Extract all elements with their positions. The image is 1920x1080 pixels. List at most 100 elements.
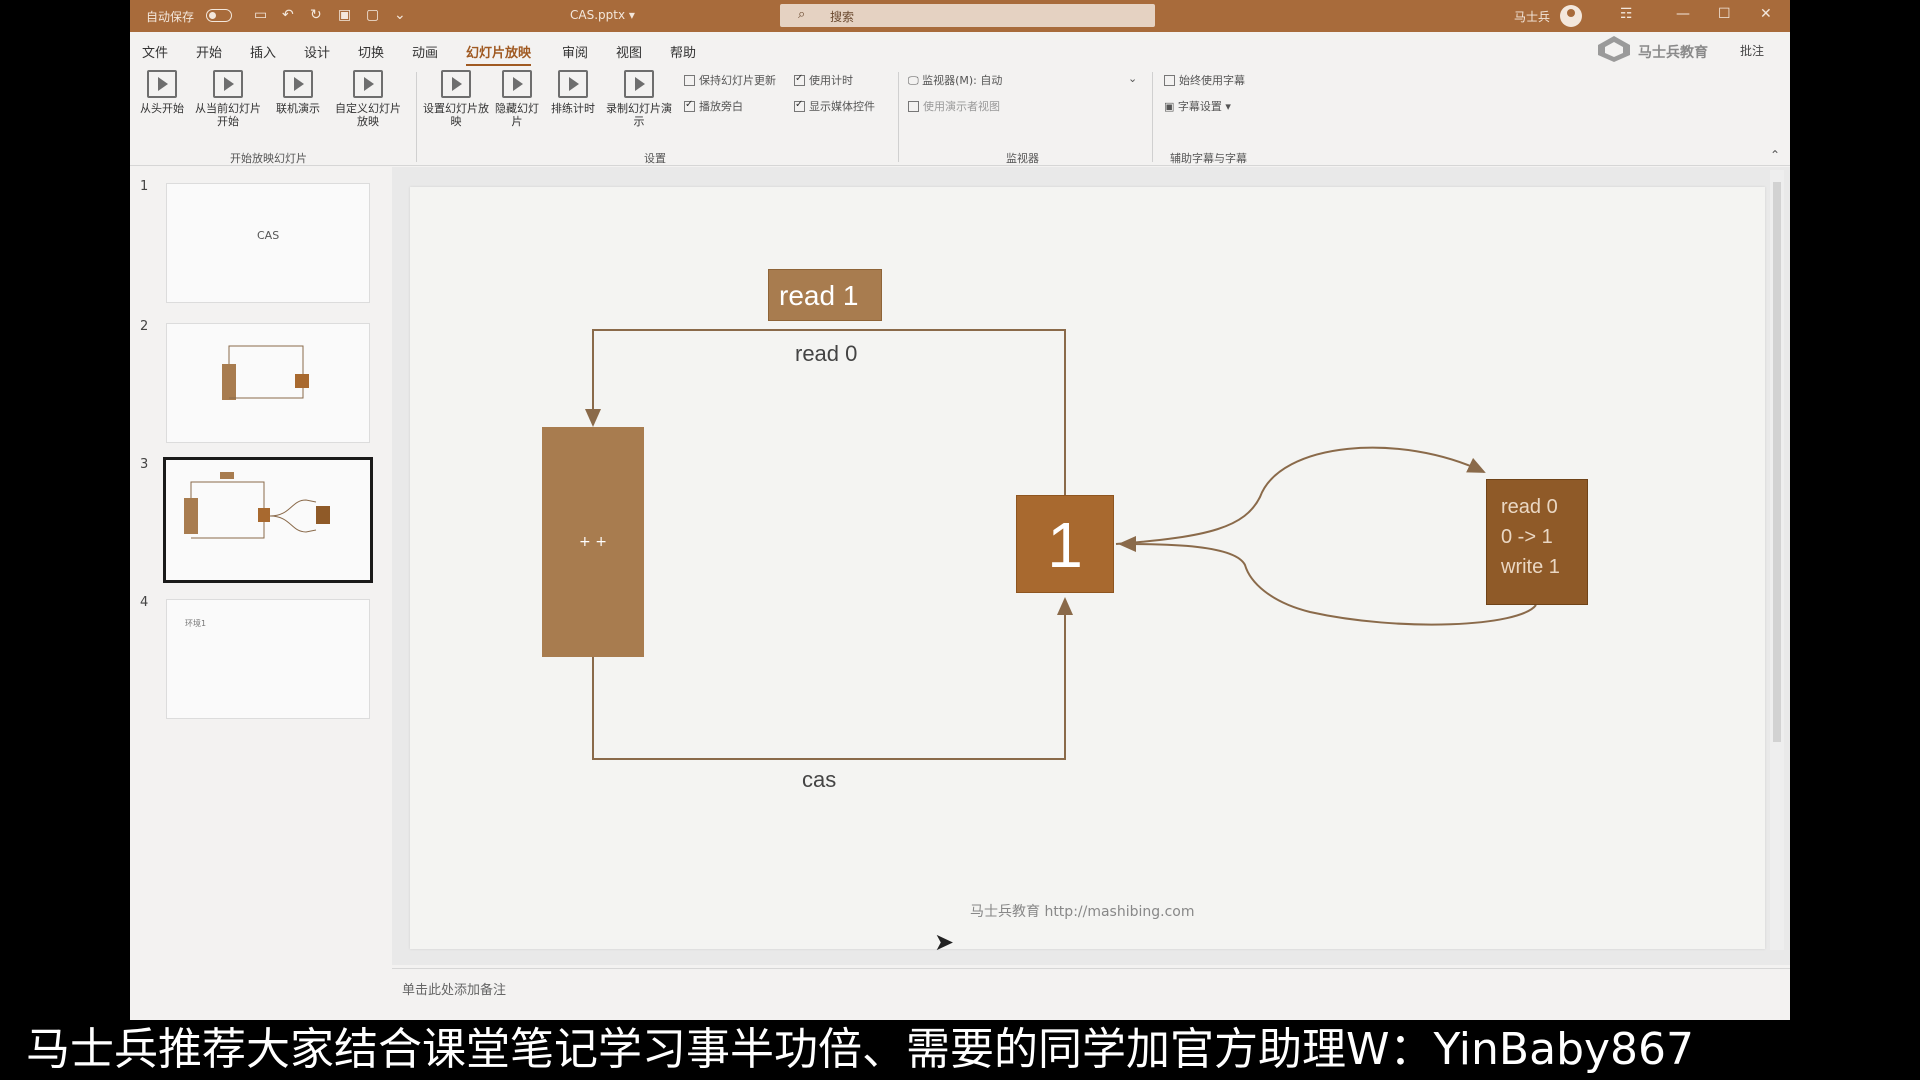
use-timings-checkbox[interactable]: 使用计时 <box>794 72 853 88</box>
setup-slideshow-button[interactable]: 设置幻灯片放映 <box>422 70 490 128</box>
group-label-start: 开始放映幻灯片 <box>230 152 307 165</box>
tab-design[interactable]: 设计 <box>304 46 331 61</box>
value-box[interactable]: 1 <box>1016 495 1114 593</box>
collapse-ribbon-icon[interactable]: ⌃ <box>1770 148 1781 162</box>
present-online-button[interactable]: 联机演示 <box>268 70 328 115</box>
ribbon-separator <box>1152 72 1153 162</box>
rehearse-timer-icon <box>558 70 588 98</box>
comments-button[interactable]: 批注 <box>1740 44 1765 58</box>
watermark-text: 马士兵教育 http://mashibing.com <box>970 904 1195 920</box>
tab-slideshow[interactable]: 幻灯片放映 <box>466 42 532 67</box>
play-narrations-checkbox[interactable]: 播放旁白 <box>684 98 743 114</box>
record-slideshow-button[interactable]: 录制幻灯片演示 <box>604 70 674 128</box>
from-beginning-button[interactable]: 从头开始 <box>136 70 188 115</box>
editor-scrollbar[interactable] <box>1770 170 1784 950</box>
touch-mode-icon[interactable]: ▢ <box>366 7 380 23</box>
chevron-down-icon: ⌄ <box>1128 72 1138 85</box>
setup-slideshow-icon <box>441 70 471 98</box>
caption-icon: ▣ <box>1164 100 1178 113</box>
slide-number: 4 <box>140 595 149 610</box>
monitor-dropdown[interactable]: 🖵 监视器(M): 自动⌄ <box>908 72 1138 87</box>
slide-editor: read 1 read 0 + + 1 read 0 0 -> 1 write … <box>392 167 1790 965</box>
tab-animations[interactable]: 动画 <box>412 46 439 61</box>
record-icon <box>624 70 654 98</box>
search-box[interactable]: ⌕ 搜索 <box>780 4 1155 27</box>
thumbnail-diagram <box>222 345 309 400</box>
cas-arrow <box>592 597 1073 760</box>
keep-slides-updated-checkbox[interactable]: 保持幻灯片更新 <box>684 72 776 88</box>
hide-slide-button[interactable]: 隐藏幻灯片 <box>492 70 542 128</box>
autosave-label: 自动保存 <box>146 10 195 24</box>
close-button[interactable]: ✕ <box>1760 6 1772 22</box>
group-label-monitor: 监视器 <box>1006 152 1039 165</box>
thumbnail-title: CAS <box>257 229 280 242</box>
scrollbar-thumb[interactable] <box>1773 182 1781 742</box>
checkbox-box <box>908 101 919 112</box>
tab-insert[interactable]: 插入 <box>250 46 277 61</box>
caption-settings-dropdown[interactable]: ▣ 字幕设置 ▾ <box>1164 100 1231 113</box>
minimize-button[interactable]: — <box>1676 6 1690 22</box>
current-slide[interactable]: read 1 read 0 + + 1 read 0 0 -> 1 write … <box>410 187 1765 949</box>
restore-button[interactable]: ☐ <box>1718 6 1731 22</box>
avatar[interactable] <box>1560 5 1582 27</box>
present-icon[interactable]: ▣ <box>338 7 352 23</box>
ribbon: 从头开始 从当前幻灯片开始 联机演示 自定义幻灯片放映 开始放映幻灯片 设置幻灯… <box>130 66 1790 166</box>
tab-view[interactable]: 视图 <box>616 46 643 61</box>
undo-icon[interactable]: ↶ <box>282 7 294 23</box>
document-title[interactable]: CAS.pptx ▾ <box>570 8 635 22</box>
ribbon-separator <box>898 72 899 162</box>
checkbox-box <box>794 73 805 86</box>
ribbon-tabs: 文件 开始 插入 设计 切换 动画 幻灯片放映 审阅 视图 帮助 马士兵教育 批… <box>130 32 1790 67</box>
slide-thumbnail-3[interactable] <box>163 457 373 583</box>
hide-slide-icon <box>502 70 532 98</box>
cas-operation-box[interactable]: read 0 0 -> 1 write 1 <box>1486 479 1588 605</box>
presenter-view-checkbox[interactable]: 使用演示者视图 <box>908 98 1000 114</box>
cas-line-read: read 0 <box>1501 496 1558 518</box>
notes-placeholder[interactable]: 单击此处添加备注 <box>402 983 507 998</box>
tab-transitions[interactable]: 切换 <box>358 46 385 61</box>
rehearse-timings-button[interactable]: 排练计时 <box>544 70 602 115</box>
notes-pane[interactable]: 单击此处添加备注 <box>392 968 1790 1012</box>
powerpoint-window: 自动保存 ▭ ↶ ↻ ▣ ▢ ⌄ CAS.pptx ▾ ⌕ 搜索 马士兵 ☶ —… <box>130 0 1790 1020</box>
show-media-controls-checkbox[interactable]: 显示媒体控件 <box>794 98 875 114</box>
slide-thumbnail-4[interactable]: 环境1 <box>166 599 370 719</box>
tab-help[interactable]: 帮助 <box>670 46 697 61</box>
checkbox-box <box>684 99 695 112</box>
user-name[interactable]: 马士兵 <box>1514 10 1551 24</box>
cas-label[interactable]: cas <box>802 767 837 792</box>
customize-toolbar-icon[interactable]: ⌄ <box>394 7 406 23</box>
ribbon-display-icon[interactable]: ☶ <box>1620 6 1633 22</box>
search-icon: ⌕ <box>798 7 806 22</box>
play-slide-icon <box>147 70 177 98</box>
tab-home[interactable]: 开始 <box>196 46 223 61</box>
save-icon[interactable]: ▭ <box>254 7 268 23</box>
cas-line-write: write 1 <box>1501 556 1560 578</box>
read-1-label[interactable]: read 1 <box>768 269 882 321</box>
tab-file[interactable]: 文件 <box>142 46 169 61</box>
slide-thumbnail-panel: 1 CAS 2 3 4 环境1 <box>130 167 390 1020</box>
read-arrow <box>585 329 1066 495</box>
slide-thumbnail-1[interactable]: CAS <box>166 183 370 303</box>
cas-feedback-arrows <box>1115 446 1537 626</box>
ribbon-separator <box>416 72 417 162</box>
video-subtitle: 马士兵推荐大家结合课堂笔记学习事半功倍、需要的同学加官方助理W：YinBaby8… <box>0 1020 1920 1080</box>
always-captions-checkbox[interactable]: 始终使用字幕 <box>1164 72 1245 88</box>
slide-connectors <box>585 329 1537 760</box>
tab-review[interactable]: 审阅 <box>562 46 589 61</box>
slide-thumbnail-2[interactable] <box>166 323 370 443</box>
present-online-icon <box>283 70 313 98</box>
checkbox-box <box>684 75 695 86</box>
read-0-label[interactable]: read 0 <box>795 341 858 366</box>
register-box[interactable]: + + <box>542 427 644 657</box>
brand-logo-text: 马士兵教育 <box>1638 45 1708 61</box>
autosave-toggle[interactable] <box>206 9 232 22</box>
monitor-icon: 🖵 <box>908 74 923 87</box>
brand-logo-icon <box>1598 36 1630 62</box>
cas-line-compare: 0 -> 1 <box>1501 526 1553 548</box>
from-current-slide-button[interactable]: 从当前幻灯片开始 <box>190 70 266 128</box>
redo-icon[interactable]: ↻ <box>310 7 322 23</box>
search-input[interactable]: 搜索 <box>830 10 855 24</box>
slide-number: 1 <box>140 179 149 194</box>
thumbnail-text: 环境1 <box>185 619 207 628</box>
custom-slideshow-button[interactable]: 自定义幻灯片放映 <box>330 70 406 128</box>
